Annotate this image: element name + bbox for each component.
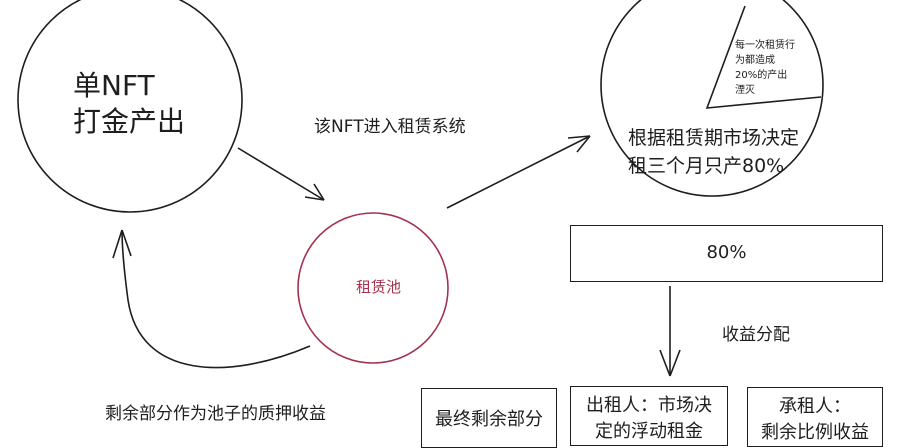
box-line1: 出租人：市场决 (586, 395, 712, 416)
box-line2: 定的浮动租金 (595, 421, 703, 442)
arrow-pool-to-pie (446, 135, 591, 209)
percent-bar-label: 80% (706, 242, 747, 263)
pie-main-line2: 租三个月只产80% (628, 155, 785, 177)
bottom-box-lessee: 承租人： 剩余比例收益 (747, 387, 883, 447)
bottom-box-remaining: 最终剩余部分 (421, 388, 557, 448)
box-line1: 承租人： (779, 396, 851, 417)
source-circle (17, 0, 243, 213)
pie-main-line1: 根据租赁期市场决定 (628, 127, 800, 149)
pie-slice-lines (705, 5, 822, 109)
percent-bar: 80% (570, 225, 883, 282)
pool-circle (297, 212, 449, 364)
edge-label-to-pool: 该NFT进入租赁系统 (314, 117, 466, 137)
diagram-canvas (17, 0, 824, 377)
arrow-source-to-pool (237, 147, 325, 201)
pie-slice-label: 每一次租赁行为都造成20%的产出湮灭 (735, 40, 795, 96)
bottom-box-lessor: 出租人：市场决 定的浮动租金 (570, 386, 728, 446)
return-edge-label: 剩余部分作为池子的质押收益 (105, 404, 326, 424)
source-line1: 单NFT (73, 69, 155, 102)
box-line1: 最终剩余部分 (435, 409, 543, 430)
arrow-pool-back-to-source (112, 229, 311, 369)
box-line2: 剩余比例收益 (761, 422, 869, 443)
arrow-to-distribution (659, 286, 681, 377)
pie-circle (600, 0, 824, 197)
pool-label: 租赁池 (356, 278, 402, 296)
distribution-label: 收益分配 (722, 325, 790, 345)
source-line2: 打金产出 (73, 105, 186, 138)
